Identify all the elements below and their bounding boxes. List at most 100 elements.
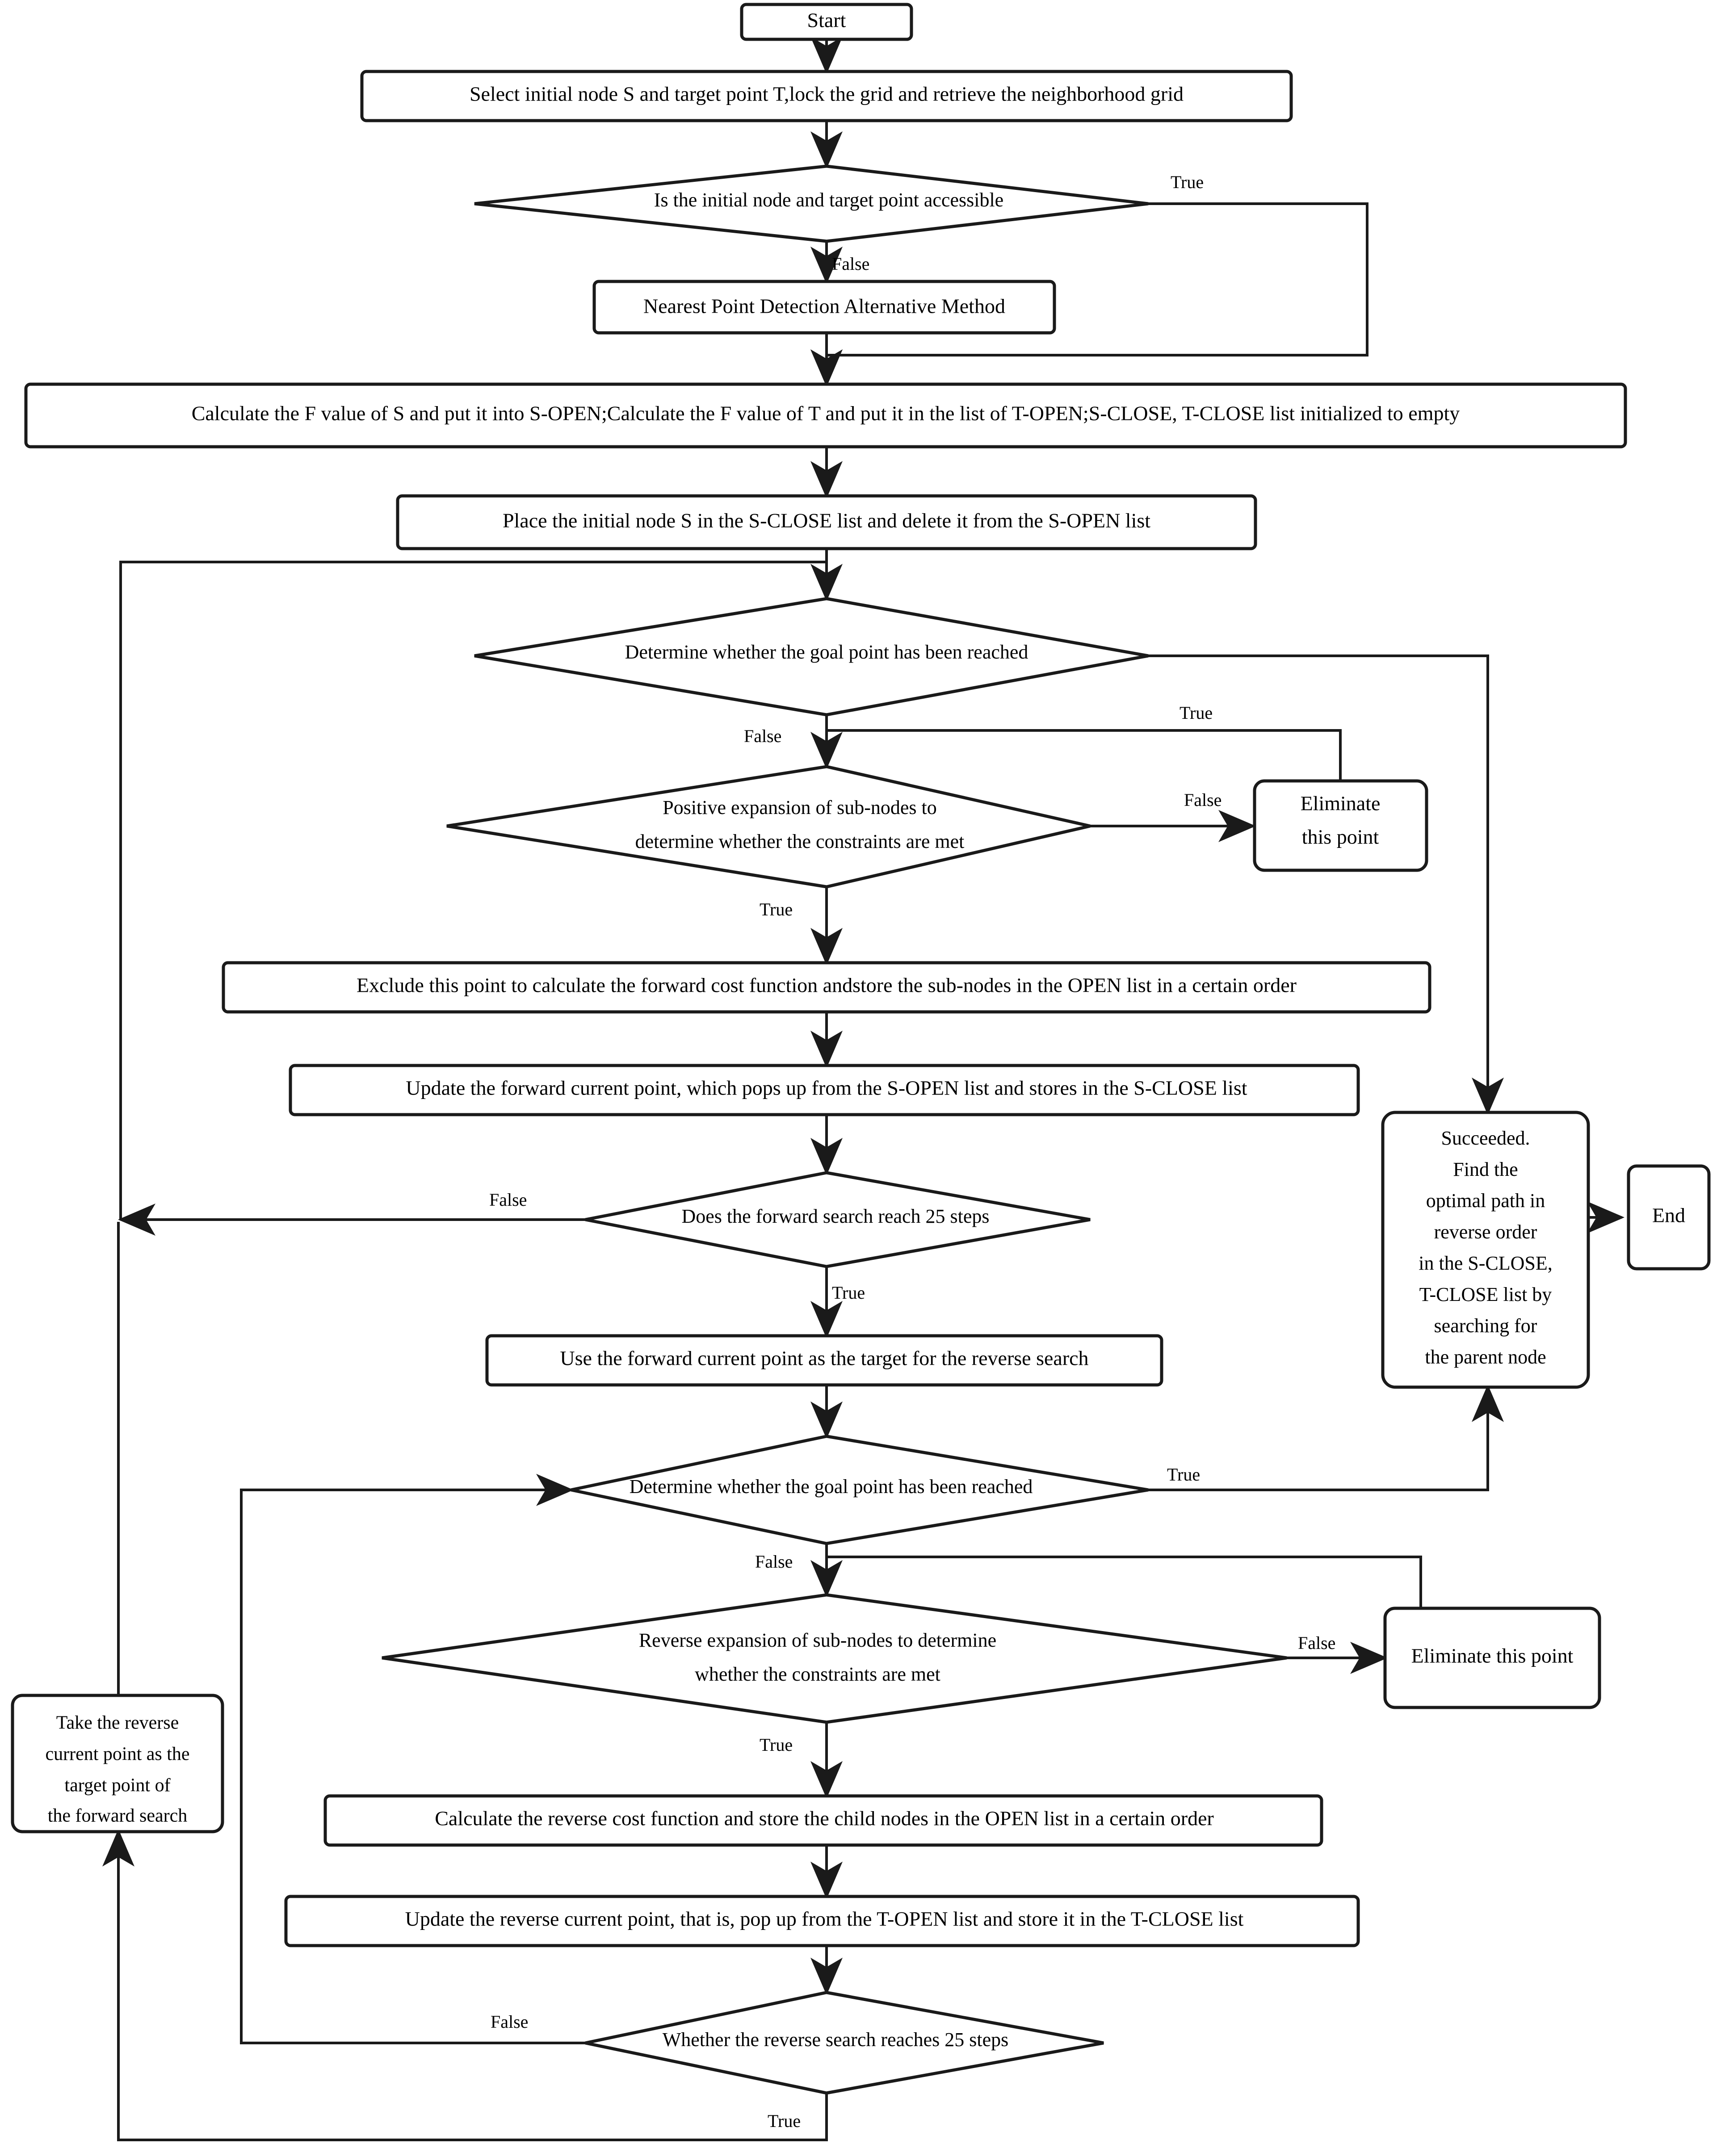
node-forward-25-steps[interactable]: Does the forward search reach 25 steps [585,1171,1091,1268]
end-box [1627,1164,1711,1271]
node-update-forward[interactable]: Update the forward current point, which … [289,1064,1360,1116]
select-nodes-box [360,70,1293,122]
place-s-box [396,494,1257,550]
accessible-check-diamond [474,164,1149,243]
edge-label-fwd25-true: True [832,1283,865,1303]
succeeded-line-7: the parent node [1425,1346,1546,1368]
succeeded-line-6: searching for [1434,1315,1537,1337]
positive-expansion-diamond [446,765,1091,889]
take-reverse-line-3: the forward search [48,1806,188,1826]
goal-check-reverse-label: Determine whether the goal point has bee… [630,1476,1033,1497]
reverse-25-steps-label: Whether the reverse search reaches 25 st… [663,2029,1009,2051]
node-start[interactable]: Start [740,3,913,41]
reverse-25-steps-diamond [585,1991,1104,2095]
edge-goalfwd-true [1148,654,1504,1115]
edge-label-rev25-false: False [491,2012,528,2032]
edge-label-revexpand-true: True [760,1735,793,1755]
take-reverse-target-box [11,1694,224,1833]
forward-25-steps-label: Does the forward search reach 25 steps [681,1205,989,1227]
select-nodes-label: Select initial node S and target point T… [470,83,1184,105]
edge-rev25-true [102,1829,828,2141]
update-reverse-box [284,1895,1360,1947]
end-label: End [1652,1204,1685,1227]
edge-label-goalrev-false: False [755,1552,793,1572]
goal-check-forward-diamond [474,597,1149,717]
accessible-check-label: Is the initial node and target point acc… [654,189,1003,211]
edge-label-posexpand-false: False [1184,790,1221,810]
node-end[interactable]: End [1627,1164,1711,1271]
node-calc-f[interactable]: Calculate the F value of S and put it in… [24,382,1627,449]
succeeded-line-4: in the S-CLOSE, [1419,1252,1552,1274]
calc-reverse-cost-label: Calculate the reverse cost function and … [435,1807,1214,1830]
update-forward-label: Update the forward current point, which … [406,1077,1247,1099]
forward-25-steps-diamond [585,1171,1091,1268]
reverse-expansion-label-1: Reverse expansion of sub-nodes to determ… [639,1629,996,1651]
edge-label-goalfwd-true: True [1180,703,1213,723]
succeeded-line-0: Succeeded. [1441,1127,1530,1149]
eliminate-forward-box [1253,779,1428,872]
node-nearest-point[interactable]: Nearest Point Detection Alternative Meth… [592,280,1056,335]
eliminate-forward-label-1: Eliminate [1301,792,1381,815]
succeeded-line-5: T-CLOSE list by [1419,1284,1552,1305]
edge-label-posexpand-true: True [760,899,793,919]
edge-label-accessible-true: True [1171,172,1204,192]
node-use-forward-target[interactable]: Use the forward current point as the tar… [485,1334,1163,1387]
node-eliminate-reverse[interactable]: Eliminate this point [1383,1607,1601,1709]
edge-fwd25-false-return [119,561,827,1220]
positive-expansion-label-1: Positive expansion of sub-nodes to [663,797,937,818]
reverse-expansion-label-2: whether the constraints are met [695,1663,940,1685]
calc-f-box [24,382,1627,449]
node-place-s[interactable]: Place the initial node S in the S-CLOSE … [396,494,1257,550]
edge-label-rev25-true: True [768,2111,801,2131]
goal-check-forward-label: Determine whether the goal point has bee… [625,641,1028,663]
node-accessible-check[interactable]: Is the initial node and target point acc… [474,164,1149,243]
node-reverse-25-steps[interactable]: Whether the reverse search reaches 25 st… [585,1991,1104,2095]
edge-eliminate-fwd-return [827,729,1342,781]
succeeded-box [1381,1111,1590,1389]
node-succeeded[interactable]: Succeeded. Find the optimal path in reve… [1381,1111,1590,1389]
node-update-reverse[interactable]: Update the reverse current point, that i… [284,1895,1360,1947]
node-goal-check-forward[interactable]: Determine whether the goal point has bee… [474,597,1149,717]
succeeded-line-3: reverse order [1434,1221,1537,1243]
eliminate-reverse-label: Eliminate this point [1411,1644,1574,1667]
node-goal-check-reverse[interactable]: Determine whether the goal point has bee… [571,1435,1149,1545]
edge-label-goalfwd-false: False [744,726,781,746]
node-positive-expansion[interactable]: Positive expansion of sub-nodes to deter… [446,765,1091,889]
calc-f-label: Calculate the F value of S and put it in… [192,402,1460,425]
edge-label-goalrev-true: True [1167,1464,1200,1485]
node-calc-reverse-cost[interactable]: Calculate the reverse cost function and … [323,1794,1323,1847]
edge-label-fwd25-false: False [489,1190,527,1210]
start-box [740,3,913,41]
take-reverse-line-1: current point as the [45,1744,189,1765]
reverse-expansion-diamond [382,1593,1287,1724]
eliminate-forward-label-2: this point [1302,826,1379,848]
node-reverse-expansion[interactable]: Reverse expansion of sub-nodes to determ… [382,1593,1287,1724]
node-exclude-point[interactable]: Exclude this point to calculate the forw… [222,961,1431,1014]
update-reverse-label: Update the reverse current point, that i… [405,1908,1244,1930]
positive-expansion-label-2: determine whether the constraints are me… [635,831,965,852]
succeeded-line-1: Find the [1453,1158,1518,1180]
edge-goalrev-true [1148,1384,1504,1491]
place-s-label: Place the initial node S in the S-CLOSE … [503,509,1150,532]
calc-reverse-cost-box [323,1794,1323,1847]
edge-label-accessible-false: False [832,254,869,274]
connectors [102,37,1624,2141]
take-reverse-line-0: Take the reverse [56,1713,179,1733]
eliminate-reverse-box [1383,1607,1601,1709]
node-eliminate-forward[interactable]: Eliminate this point [1253,779,1428,872]
node-take-reverse-target[interactable]: Take the reverse current point as the ta… [11,1694,224,1833]
edge-label-revexpand-false: False [1298,1633,1335,1653]
succeeded-line-2: optimal path in [1426,1190,1545,1212]
edge-eliminate-rev-return [827,1556,1422,1608]
nearest-point-label: Nearest Point Detection Alternative Meth… [643,295,1005,318]
nearest-point-box [592,280,1056,335]
goal-check-reverse-diamond [571,1435,1149,1545]
exclude-point-box [222,961,1431,1014]
update-forward-box [289,1064,1360,1116]
use-forward-target-label: Use the forward current point as the tar… [560,1347,1088,1370]
node-select-nodes[interactable]: Select initial node S and target point T… [360,70,1293,122]
use-forward-target-box [485,1334,1163,1387]
take-reverse-line-2: target point of [64,1775,170,1796]
